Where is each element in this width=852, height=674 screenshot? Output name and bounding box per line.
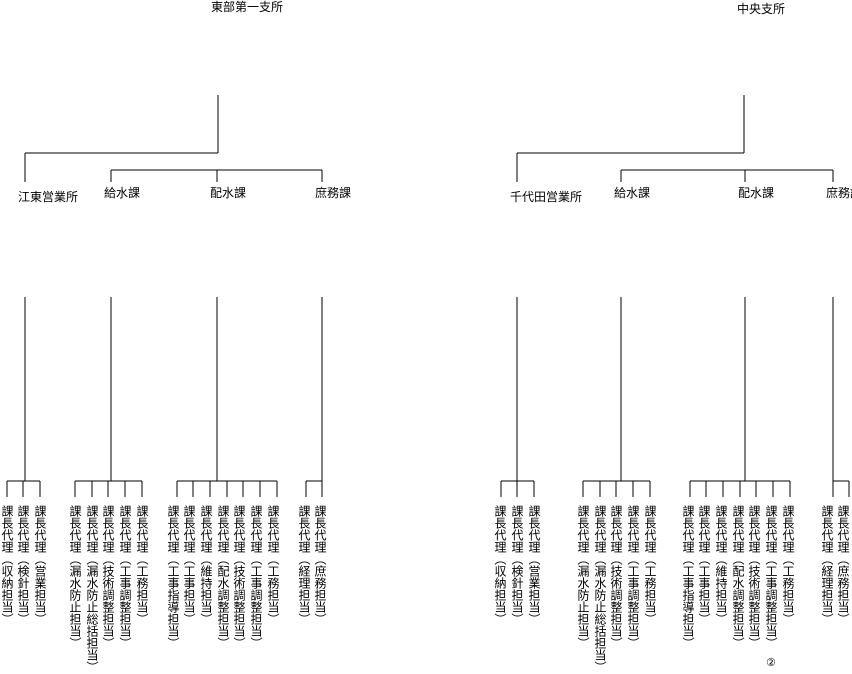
role-right: 課長代理（技術調整担当） bbox=[609, 505, 623, 649]
role-right: 課長代理（工事調整担当） bbox=[626, 505, 640, 649]
role-left: 課長代理（工務担当） bbox=[135, 505, 149, 625]
role-left: 課長代理（工務担当） bbox=[266, 505, 280, 625]
role-left: 課長代理（配水調整担当） bbox=[216, 505, 230, 649]
role-left: 課長代理（工事調整担当） bbox=[249, 505, 263, 649]
role-left: 課長代理（庶務担当） bbox=[313, 505, 327, 625]
role-left: 課長代理（収納担当） bbox=[0, 505, 14, 625]
role-right: 課長代理（経理担当） bbox=[820, 505, 834, 625]
role-right: 課長代理（工事指導担当） bbox=[681, 505, 695, 649]
role-left: 課長代理（工事担当） bbox=[182, 505, 196, 625]
unit-left-1: 江東営業所 bbox=[18, 190, 79, 204]
role-right: 課長代理（収納担当） bbox=[493, 505, 507, 625]
role-right: 課長代理（漏水防止担当） bbox=[576, 505, 590, 649]
page-mark: ② bbox=[766, 656, 776, 669]
role-left: 課長代理（漏水防止総括担当） bbox=[85, 505, 99, 673]
role-left: 課長代理（営業担当） bbox=[33, 505, 47, 625]
role-right: 課長代理（工事調整担当） bbox=[764, 505, 778, 649]
role-left: 課長代理（工事指導担当） bbox=[166, 505, 180, 649]
unit-left-4: 庶務課 bbox=[315, 186, 352, 200]
role-left: 課長代理（検針担当） bbox=[16, 505, 30, 625]
role-right: 課長代理（工務担当） bbox=[643, 505, 657, 625]
role-left: 課長代理（工事調整担当） bbox=[118, 505, 132, 649]
role-left: 課長代理（技術調整担当） bbox=[232, 505, 246, 649]
branch-head-left: 東部第一支所 bbox=[211, 0, 284, 14]
role-left: 課長代理（技術調整担当） bbox=[101, 505, 115, 649]
role-right: 課長代理（維持担当） bbox=[714, 505, 728, 625]
role-right: 課長代理（営業担当） bbox=[527, 505, 541, 625]
role-left: 課長代理（漏水防止担当） bbox=[68, 505, 82, 649]
unit-right-3: 配水課 bbox=[738, 186, 775, 200]
branch-head-right: 中央支所 bbox=[737, 2, 786, 16]
role-right: 課長代理（技術調整担当） bbox=[747, 505, 761, 649]
role-right: 課長代理（配水調整担当） bbox=[731, 505, 745, 649]
role-right: 課長代理（検針担当） bbox=[510, 505, 524, 625]
role-left: 課長代理（維持担当） bbox=[199, 505, 213, 625]
unit-right-2: 給水課 bbox=[614, 186, 651, 200]
role-right: 課長代理（漏水防止総括担当） bbox=[593, 505, 607, 673]
role-left: 課長代理（経理担当） bbox=[297, 505, 311, 625]
unit-left-3: 配水課 bbox=[210, 186, 247, 200]
unit-right-4: 庶務課 bbox=[826, 186, 852, 200]
unit-right-1: 千代田営業所 bbox=[510, 190, 583, 204]
unit-left-2: 給水課 bbox=[104, 186, 141, 200]
role-right: 課長代理（工務担当） bbox=[781, 505, 795, 625]
role-right: 課長代理（庶務担当） bbox=[836, 505, 850, 625]
role-right: 課長代理（工事担当） bbox=[697, 505, 711, 625]
